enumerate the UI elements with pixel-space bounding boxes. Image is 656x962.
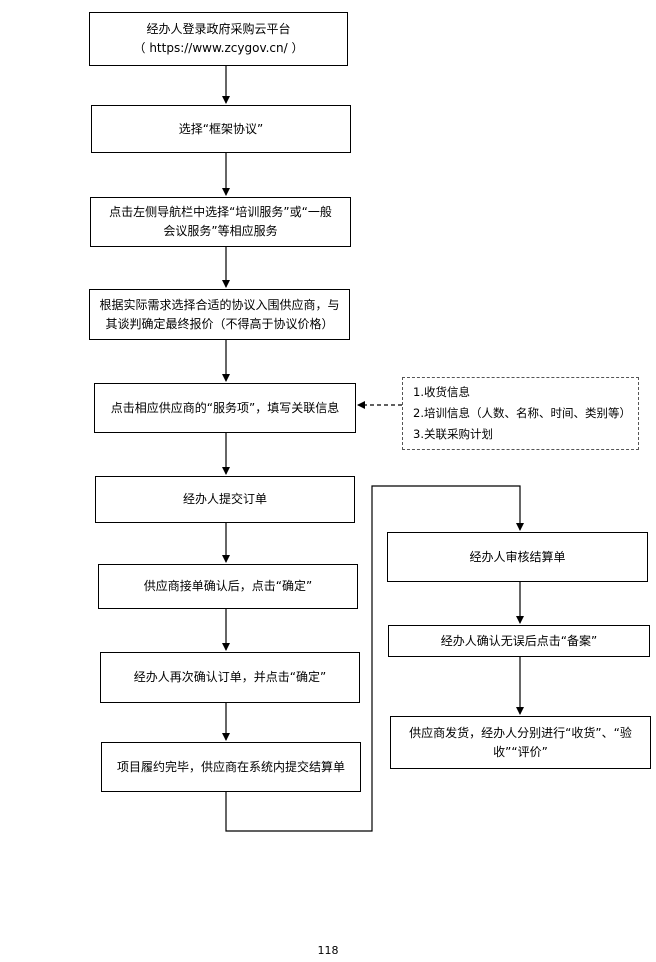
step-handler-reconfirm-label: 经办人再次确认订单，并点击“确定” [133,670,327,684]
step-submit-order-label: 经办人提交订单 [182,492,267,506]
connector-settlement-to-review [225,485,524,832]
page-number: 118 [317,944,339,957]
step-delivery-line2: 收”“评价” [493,744,548,759]
step-submit-settlement: 项目履约完毕，供应商在系统内提交结算单 [101,742,361,792]
step-select-framework-label: 选择“框架协议” [178,121,264,136]
step-submit-settlement-label: 项目履约完毕，供应商在系统内提交结算单 [116,759,345,774]
step-select-service-line1: 点击左侧导航栏中选择“培训服务”或“一般 [109,205,332,219]
step-review-settlement: 经办人审核结算单 [387,532,648,582]
step-supplier-confirm-label: 供应商接单确认后，点击“确定” [143,579,313,593]
step-login-line1: 经办人登录政府采购云平台 [146,22,291,36]
note-box: 1.收货信息 2.培训信息（人数、名称、时间、类别等） 3.关联采购计划 [402,377,639,450]
step-submit-order: 经办人提交订单 [95,476,355,523]
step-login-line2: （ https://www.zcygov.cn/ ） [133,41,304,55]
step-select-framework: 选择“框架协议” [91,105,351,153]
step-login: 经办人登录政府采购云平台 （ https://www.zcygov.cn/ ） [89,12,348,66]
step-delivery-line1: 供应商发货，经办人分别进行“收货”、“验 [409,725,632,740]
step-fill-info-label: 点击相应供应商的“服务项”，填写关联信息 [110,400,340,415]
step-review-settlement-label: 经办人审核结算单 [469,549,566,564]
step-select-service: 点击左侧导航栏中选择“培训服务”或“一般 会议服务”等相应服务 [90,197,351,247]
step-negotiate: 根据实际需求选择合适的协议入围供应商，与 其谈判确定最终报价（不得高于协议价格） [89,289,350,340]
step-supplier-confirm: 供应商接单确认后，点击“确定” [98,564,358,609]
note-item-2: 2.培训信息（人数、名称、时间、类别等） [413,406,631,420]
note-item-1: 1.收货信息 [413,385,470,399]
note-item-3: 3.关联采购计划 [413,427,493,441]
step-file-record: 经办人确认无误后点击“备案” [388,625,650,657]
step-delivery: 供应商发货，经办人分别进行“收货”、“验 收”“评价” [390,716,651,769]
step-select-service-line2: 会议服务”等相应服务 [163,224,278,238]
step-file-record-label: 经办人确认无误后点击“备案” [440,633,598,648]
step-handler-reconfirm: 经办人再次确认订单，并点击“确定” [100,652,360,703]
step-fill-info: 点击相应供应商的“服务项”，填写关联信息 [94,383,356,433]
step-negotiate-line2: 其谈判确定最终报价（不得高于协议价格） [105,316,334,331]
step-negotiate-line1: 根据实际需求选择合适的协议入围供应商，与 [99,297,340,312]
